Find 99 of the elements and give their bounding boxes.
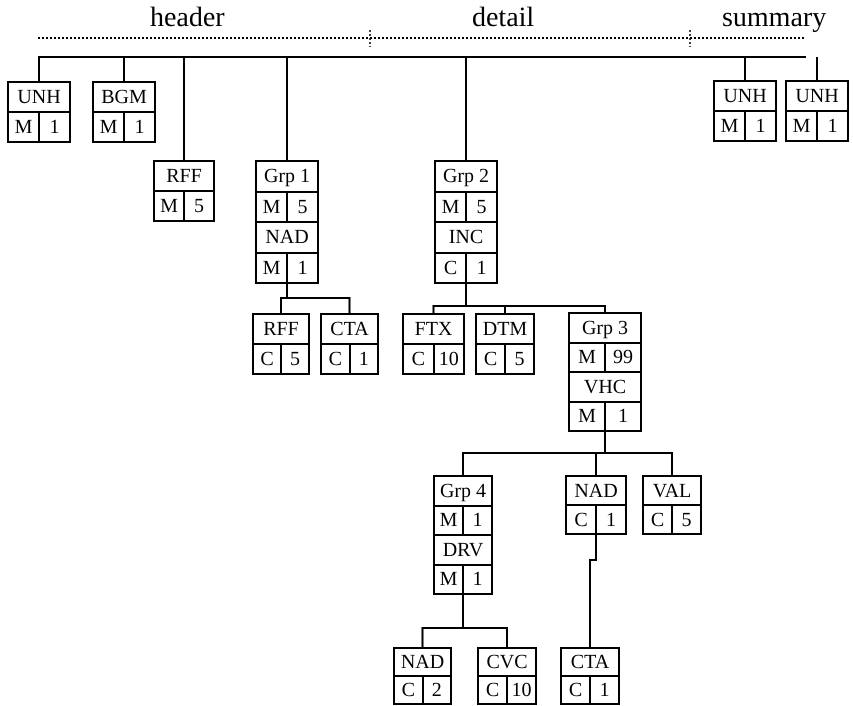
status-code: M — [442, 196, 460, 217]
segment-tag: DTM — [482, 319, 528, 339]
status-code: C — [484, 349, 498, 369]
repeat-count: 2 — [432, 680, 442, 700]
connector-line — [604, 432, 673, 475]
repeat-count: 5 — [476, 196, 486, 217]
group-box — [255, 160, 319, 284]
status-code: M — [100, 117, 118, 137]
repeat-count: 10 — [512, 680, 532, 700]
segment-tag: CVC — [486, 652, 528, 672]
status-code: M — [440, 510, 458, 530]
segment-box — [393, 647, 452, 705]
status-code: C — [574, 510, 588, 530]
repeat-count: 1 — [756, 116, 766, 136]
repeat-count: 5 — [298, 196, 308, 217]
segment-tag: VAL — [652, 480, 692, 500]
status-code: M — [578, 406, 596, 426]
segment-box — [477, 647, 537, 705]
status-code: M — [440, 569, 458, 590]
segment-tag: CTA — [330, 319, 369, 339]
repeat-count: 1 — [134, 117, 144, 137]
repeat-count: 1 — [606, 510, 616, 530]
status-code: M — [262, 196, 280, 217]
repeat-count: 99 — [613, 347, 633, 368]
repeat-count: 10 — [438, 349, 459, 369]
connector-line — [462, 595, 508, 647]
connector-line — [123, 57, 125, 81]
repeat-count: 5 — [682, 510, 692, 530]
segment-tag: FTX — [414, 319, 452, 339]
status-code: M — [578, 347, 596, 368]
connector-line — [465, 57, 467, 160]
trunk-line — [38, 56, 806, 58]
segment-tag: NAD — [265, 227, 309, 248]
repeat-count: 1 — [50, 117, 60, 137]
repeat-count: 1 — [358, 349, 369, 369]
connector-line — [183, 57, 185, 160]
segment-box — [565, 475, 627, 535]
segment-tag: RFF — [263, 319, 299, 339]
segment-tag: NAD — [400, 652, 444, 672]
group-tag: Grp 2 — [442, 166, 490, 186]
segment-tag: NAD — [574, 480, 618, 500]
status-code: C — [402, 680, 415, 700]
repeat-count: 1 — [298, 258, 308, 278]
status-code: M — [160, 196, 178, 216]
group-tag: Grp 3 — [582, 318, 628, 338]
segment-tag: BGM — [101, 87, 147, 107]
group-tag: Grp 4 — [440, 480, 486, 501]
connector-line — [744, 57, 746, 80]
segment-box — [785, 80, 849, 142]
repeat-count: 1 — [828, 116, 838, 136]
segment-tag: UNH — [795, 86, 839, 106]
status-code: C — [650, 510, 664, 530]
repeat-count: 1 — [472, 510, 482, 530]
segment-box — [153, 160, 215, 222]
segment-tag: RFF — [166, 166, 202, 186]
repeat-count: 1 — [472, 569, 482, 590]
status-code: C — [260, 349, 274, 369]
connector-line — [589, 535, 597, 647]
segment-box — [92, 81, 156, 143]
repeat-count: 5 — [514, 349, 524, 369]
status-code: C — [412, 349, 425, 369]
segment-tag: UNH — [723, 86, 767, 106]
section-label: detail — [472, 4, 534, 32]
status-code: C — [486, 680, 500, 700]
segment-box — [642, 475, 702, 535]
section-label: header — [150, 4, 225, 32]
group-tag: Grp 1 — [264, 166, 310, 186]
status-code: M — [14, 117, 32, 137]
status-code: M — [792, 116, 810, 136]
segment-tag: UNH — [17, 87, 61, 107]
segment-box — [475, 313, 535, 375]
section-label: summary — [722, 4, 826, 32]
segment-box — [560, 647, 620, 705]
group-box — [433, 475, 493, 595]
connector-line — [816, 57, 818, 80]
repeat-count: 1 — [476, 258, 486, 278]
repeat-count: 5 — [194, 196, 204, 216]
segment-tag: VHC — [584, 376, 626, 397]
segment-box — [713, 80, 777, 142]
repeat-count: 1 — [618, 406, 628, 426]
status-code: C — [444, 258, 458, 278]
group-box — [434, 160, 498, 284]
segment-tag: DRV — [442, 540, 484, 560]
status-code: C — [328, 349, 342, 369]
connector-line — [286, 284, 350, 313]
repeat-count: 1 — [600, 680, 610, 700]
segment-box — [252, 313, 310, 375]
segment-tag: CTA — [570, 652, 610, 672]
status-code: M — [262, 258, 280, 278]
status-code: C — [568, 680, 582, 700]
connector-line — [38, 57, 40, 81]
segment-box — [402, 313, 465, 375]
segment-tag: INC — [448, 227, 484, 248]
repeat-count: 5 — [290, 349, 300, 369]
segment-box — [7, 81, 71, 143]
segment-box — [320, 313, 379, 375]
group-box — [568, 312, 642, 432]
status-code: M — [720, 116, 738, 136]
connector-line — [286, 57, 288, 160]
